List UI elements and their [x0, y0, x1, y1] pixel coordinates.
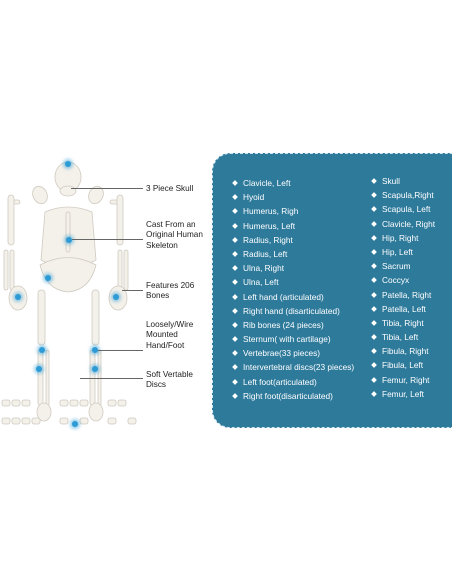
list-item: Tibia, Right: [371, 316, 435, 330]
knee-left-highlight-dot: [39, 347, 45, 353]
list-item: Ulna, Left: [232, 275, 354, 289]
disc-highlight-dot: [72, 421, 78, 427]
diamond-bullet-icon: [232, 336, 238, 342]
list-item: Radius, Left: [232, 247, 354, 261]
list-item: Hip, Right: [371, 231, 435, 245]
callout-line-mounted: [98, 350, 143, 351]
list-item: Right foot(disarticulated): [232, 389, 354, 403]
diamond-bullet-icon: [371, 220, 377, 227]
callout-skull: 3 Piece Skull: [146, 184, 194, 193]
list-item: Scapula,Right: [371, 188, 435, 202]
diamond-bullet-icon: [232, 222, 238, 229]
diamond-bullet-icon: [371, 390, 377, 397]
list-item: Sacrum: [371, 259, 435, 273]
list-item: Hip, Left: [371, 245, 435, 259]
callout-discs: Soft Vertable Discs: [146, 370, 193, 390]
list-item: Coccyx: [371, 273, 435, 287]
list-item: Patella, Right: [371, 288, 435, 302]
foot-left-highlight-dot: [36, 366, 42, 372]
list-item: Femur, Right: [371, 373, 435, 387]
diamond-bullet-icon: [371, 362, 377, 369]
callout-cast: Cast From an Original Human Skeleton: [146, 220, 203, 250]
list-item: Skull: [371, 174, 435, 188]
callout-line-bones: [122, 290, 143, 291]
skull-highlight-dot: [65, 161, 71, 167]
list-item: Scapula, Left: [371, 202, 435, 216]
list-item: Patella, Left: [371, 302, 435, 316]
diamond-bullet-icon: [232, 392, 238, 399]
hand-left-highlight-dot: [15, 294, 21, 300]
diamond-bullet-icon: [371, 263, 377, 269]
parts-list-right: Skull Scapula,Right Scapula, Left Clavic…: [371, 174, 435, 401]
list-item: Radius, Right: [232, 233, 354, 247]
list-item: Ulna, Right: [232, 261, 354, 275]
list-item: Humerus, Left: [232, 219, 354, 233]
diamond-bullet-icon: [232, 293, 238, 300]
diamond-bullet-icon: [371, 249, 377, 255]
list-item: Intervertebral discs(23 pieces): [232, 360, 354, 374]
diamond-bullet-icon: [371, 348, 377, 355]
diamond-bullet-icon: [232, 378, 238, 385]
list-item: Vertebrae(33 pieces): [232, 346, 354, 360]
diamond-bullet-icon: [232, 307, 238, 314]
callout-mounted: Loosely/Wire Mounted Hand/Foot: [146, 320, 194, 350]
diamond-bullet-icon: [232, 279, 238, 286]
diamond-bullet-icon: [371, 192, 377, 199]
list-item: Hyoid: [232, 190, 354, 204]
list-item: Right hand (disarticulated): [232, 304, 354, 318]
list-item: Fibula, Left: [371, 358, 435, 372]
diamond-bullet-icon: [232, 322, 238, 328]
callout-line-cast: [72, 239, 143, 240]
parts-list-panel: Clavicle, Left Hyoid Humerus, Righ Humer…: [212, 153, 452, 428]
diamond-bullet-icon: [371, 305, 377, 312]
sternum-highlight-dot: [66, 237, 72, 243]
list-item: Left foot(articulated): [232, 375, 354, 389]
list-item: Clavicle, Left: [232, 176, 354, 190]
list-item: Humerus, Righ: [232, 204, 354, 218]
list-item: Femur, Left: [371, 387, 435, 401]
list-item: Fibula, Right: [371, 344, 435, 358]
diamond-bullet-icon: [371, 234, 377, 241]
list-item: Left hand (articulated): [232, 290, 354, 304]
diamond-bullet-icon: [232, 180, 238, 186]
diamond-bullet-icon: [371, 206, 377, 213]
callout-line-discs: [80, 378, 143, 379]
callout-bones: Features 206 Bones: [146, 281, 195, 301]
hip-highlight-dot: [45, 275, 51, 281]
list-item: Rib bones (24 pieces): [232, 318, 354, 332]
diamond-bullet-icon: [232, 236, 238, 243]
callout-line-skull: [71, 188, 143, 189]
diamond-bullet-icon: [371, 376, 377, 383]
diamond-bullet-icon: [232, 208, 238, 215]
list-item: Clavicle, Right: [371, 217, 435, 231]
diamond-bullet-icon: [371, 178, 377, 184]
diamond-bullet-icon: [371, 334, 377, 340]
diamond-bullet-icon: [371, 277, 377, 284]
knee-right-highlight-dot: [92, 347, 98, 353]
list-item: Sternum( with cartilage): [232, 332, 354, 346]
diamond-bullet-icon: [232, 251, 238, 257]
diamond-bullet-icon: [232, 194, 238, 201]
foot-right-highlight-dot: [92, 366, 98, 372]
diamond-bullet-icon: [232, 364, 238, 371]
parts-list-left: Clavicle, Left Hyoid Humerus, Righ Humer…: [232, 176, 354, 403]
list-item: Tibia, Left: [371, 330, 435, 344]
hand-right-highlight-dot: [113, 294, 119, 300]
diamond-bullet-icon: [232, 265, 238, 271]
diamond-bullet-icon: [371, 320, 377, 326]
diamond-bullet-icon: [232, 350, 238, 357]
diamond-bullet-icon: [371, 291, 377, 298]
